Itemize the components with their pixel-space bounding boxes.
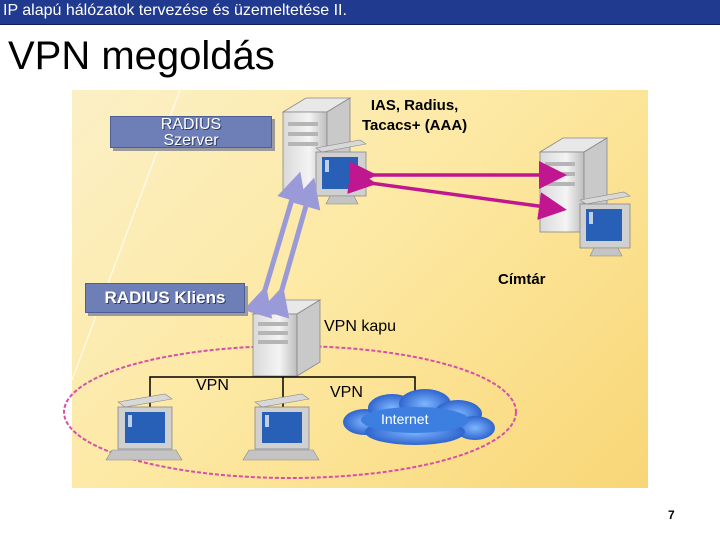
internet-label: Internet xyxy=(381,411,429,427)
radius-server-label-line2: Szerver xyxy=(163,132,219,149)
vpn-gateway-label: VPN kapu xyxy=(324,318,397,335)
ias-label: IAS, Radius, Tacacs+ (AAA) xyxy=(362,96,467,136)
internet-cloud-icon xyxy=(343,389,495,445)
radius-lower-arrow xyxy=(260,177,321,319)
radius-client-label: RADIUS Kliens xyxy=(85,283,245,313)
ias-label-line2: Tacacs+ (AAA) xyxy=(362,117,468,134)
vpn-right-label: VPN xyxy=(330,384,363,401)
vpn-left-label: VPN xyxy=(196,377,229,394)
page-number: 7 xyxy=(668,508,675,522)
radius-upper-arrow xyxy=(243,171,307,319)
page-title: VPN megoldás xyxy=(8,34,275,78)
header-bar: IP alapú hálózatok tervezése és üzemelte… xyxy=(0,0,720,25)
left-workstation-icon xyxy=(105,393,183,461)
vpn-gateway-server-icon xyxy=(251,299,322,377)
directory-server-icon xyxy=(538,137,631,257)
middle-workstation-icon xyxy=(242,393,320,461)
ias-directory-lower-arrow xyxy=(347,166,567,220)
radius-server-label-line1: RADIUS xyxy=(160,116,222,133)
ias-label-line1: IAS, Radius, xyxy=(370,97,459,114)
course-title: IP alapú hálózatok tervezése és üzemelte… xyxy=(3,2,347,19)
directory-label: Címtár xyxy=(498,271,546,288)
radius-server-label: RADIUS Szerver xyxy=(110,116,272,149)
